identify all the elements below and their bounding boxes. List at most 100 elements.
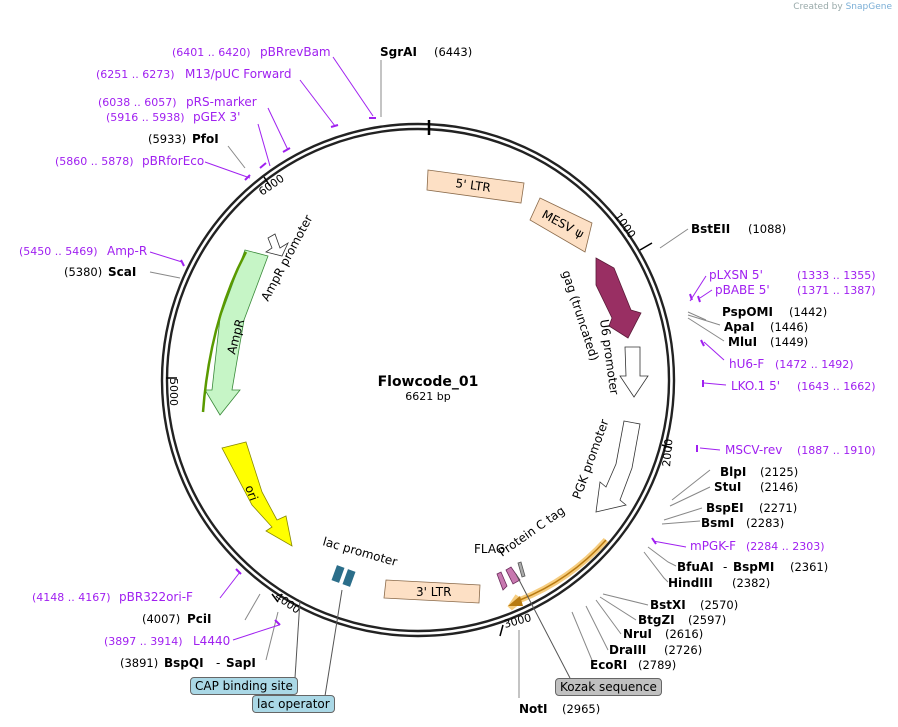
site-apai[interactable]: ApaI(1446): [724, 320, 808, 334]
primer-pbr322-name: pBR322ori-F: [119, 590, 193, 604]
site-hindiii[interactable]: HindIII (2382): [668, 576, 770, 590]
site-bspei[interactable]: BspEI (2271): [706, 501, 797, 515]
feature-mesv-psi[interactable]: MESV ψ: [529, 197, 593, 253]
site-ecori[interactable]: EcoRI(2789): [590, 658, 676, 672]
primer-l4440[interactable]: (3897 .. 3914)L4440: [104, 634, 230, 648]
primer-prs-name: pRS-marker: [186, 95, 257, 109]
plasmid-name: Flowcode_01: [378, 374, 479, 390]
site-pfoi-name: PfoI: [192, 132, 219, 146]
site-blpi[interactable]: BlpI (2125): [720, 465, 798, 479]
primer-pbrforeco[interactable]: (5860 .. 5878)pBRforEco: [55, 154, 204, 168]
feature-proteinc-label: Protein C tag: [496, 503, 568, 559]
site-bfuai-pos: (2361): [790, 560, 828, 574]
site-bspei-pos: (2271): [759, 501, 797, 515]
credit: Created by SnapGene: [793, 2, 892, 12]
site-hindiii-name: HindIII: [668, 576, 713, 590]
primer-pbrrevbam[interactable]: (6401 .. 6420)pBRrevBam: [172, 45, 331, 59]
credit-prefix: Created by: [793, 2, 843, 12]
feature-flag-proteinc[interactable]: FLAG Protein C tag: [474, 503, 568, 591]
site-nrui[interactable]: NruI(2616): [623, 627, 703, 641]
primer-pgex[interactable]: (5916 .. 5938)pGEX 3': [106, 110, 240, 124]
primer-ampr-name: Amp-R: [107, 244, 147, 258]
site-bspqi-pos: (3891): [120, 656, 158, 670]
site-bsmi[interactable]: BsmI(2283): [701, 516, 784, 530]
primer-hu6-name: hU6-F: [729, 357, 764, 371]
primer-pbrrevbam-range: (6401 .. 6420): [172, 46, 251, 59]
primer-hu6[interactable]: hU6-F (1472 .. 1492): [729, 357, 854, 371]
feature-neo-arrow[interactable]: [507, 537, 609, 611]
site-stui[interactable]: StuI(2146): [714, 480, 798, 494]
site-sgrai-name: SgrAI: [380, 45, 417, 59]
site-bfuai-bspmi[interactable]: BfuAI-BspMI(2361): [677, 560, 828, 574]
site-bsteii-pos: (1088): [748, 222, 786, 236]
site-stui-pos: (2146): [760, 480, 798, 494]
site-mlui-pos: (1449): [770, 335, 808, 349]
site-ecori-pos: (2789): [638, 658, 676, 672]
feature-3-ltr[interactable]: 3' LTR: [383, 579, 481, 604]
primer-lines: [149, 56, 727, 641]
site-pcii-name: PciI: [187, 612, 212, 626]
site-bstxi-pos: (2570): [700, 598, 738, 612]
plasmid-size: 6621 bp: [405, 390, 450, 403]
primer-lko[interactable]: LKO.1 5'(1643 .. 1662): [731, 379, 876, 393]
site-draiii-pos: (2726): [664, 643, 702, 657]
credit-brand[interactable]: SnapGene: [845, 2, 892, 12]
site-noti-name: NotI: [519, 702, 548, 716]
site-bspqi-sapi[interactable]: (3891)BspQI-SapI: [120, 656, 256, 670]
primer-marks: [180, 117, 705, 626]
site-scai-name: ScaI: [108, 265, 136, 279]
lac-operator-tag[interactable]: lac operator: [252, 695, 335, 713]
site-btgzi-pos: (2597): [688, 613, 726, 627]
primer-plxsn[interactable]: pLXSN 5'(1333 .. 1355): [709, 268, 876, 282]
site-btgzi[interactable]: BtgZI(2597): [638, 613, 726, 627]
primer-hu6-range: (1472 .. 1492): [775, 358, 854, 371]
primer-mscv-rev[interactable]: MSCV-rev(1887 .. 1910): [725, 443, 876, 457]
site-scai[interactable]: (5380)ScaI: [64, 265, 136, 279]
primer-pbrforeco-range: (5860 .. 5878): [55, 155, 134, 168]
site-bsmi-pos: (2283): [746, 516, 784, 530]
site-pcii[interactable]: (4007) PciI: [142, 612, 212, 626]
site-bspqi-name: BspQI: [164, 656, 204, 670]
feature-lac-label: lac promoter: [321, 534, 399, 569]
primer-pbabe[interactable]: pBABE 5'(1371 .. 1387): [715, 283, 876, 297]
feature-ampr[interactable]: AmpR: [201, 249, 269, 416]
primer-pbr322-range: (4148 .. 4167): [32, 591, 111, 604]
feature-gag-label: gag (truncated): [559, 269, 601, 363]
kozak-sequence-tag[interactable]: Kozak sequence: [555, 678, 662, 696]
site-pcii-pos: (4007): [142, 612, 180, 626]
site-pspomi[interactable]: PspOMI (1442): [722, 305, 827, 319]
feature-pgk-promoter[interactable]: PGK promoter: [570, 417, 641, 513]
primer-pgex-name: pGEX 3': [193, 110, 240, 124]
primer-l4440-name: L4440: [193, 634, 230, 648]
site-pspomi-pos: (1442): [789, 305, 827, 319]
primer-m13[interactable]: (6251 .. 6273)M13/pUC Forward: [96, 67, 292, 81]
site-draiii[interactable]: DraIII(2726): [609, 643, 702, 657]
site-noti-pos: (2965): [562, 702, 600, 716]
site-blpi-pos: (2125): [760, 465, 798, 479]
primer-amp-r[interactable]: (5450 .. 5469)Amp-R: [19, 244, 147, 258]
site-mlui[interactable]: MluI(1449): [728, 335, 808, 349]
site-bstxi[interactable]: BstXI(2570): [650, 598, 738, 612]
site-apai-name: ApaI: [724, 320, 754, 334]
primer-lko-range: (1643 .. 1662): [797, 380, 876, 393]
site-bspmi-name: BspMI: [733, 560, 774, 574]
site-pspomi-name: PspOMI: [722, 305, 773, 319]
site-bspei-name: BspEI: [706, 501, 744, 515]
site-blpi-name: BlpI: [720, 465, 746, 479]
primer-mscv-range: (1887 .. 1910): [797, 444, 876, 457]
feature-ori[interactable]: ori: [221, 441, 293, 547]
primer-mpgk[interactable]: mPGK-F(2284 .. 2303): [690, 539, 825, 553]
svg-text:-: -: [216, 656, 220, 670]
site-hindiii-pos: (2382): [732, 576, 770, 590]
cap-binding-site-tag[interactable]: CAP binding site: [190, 677, 298, 695]
svg-text:-: -: [723, 560, 727, 574]
site-sgrai-pos: (6443): [434, 45, 472, 59]
feature-5-ltr[interactable]: 5' LTR: [426, 169, 525, 204]
site-noti[interactable]: NotI (2965): [519, 702, 600, 716]
site-sgrai[interactable]: SgrAI (6443): [380, 45, 472, 59]
site-pfoi[interactable]: (5933)PfoI: [148, 132, 219, 146]
primer-prs[interactable]: (6038 .. 6057)pRS-marker: [98, 95, 257, 109]
site-bsteii[interactable]: BstEII(1088): [691, 222, 786, 236]
primer-pbr322ori[interactable]: (4148 .. 4167) pBR322ori-F: [32, 590, 193, 604]
feature-lac-promoter[interactable]: lac promoter: [321, 534, 399, 587]
